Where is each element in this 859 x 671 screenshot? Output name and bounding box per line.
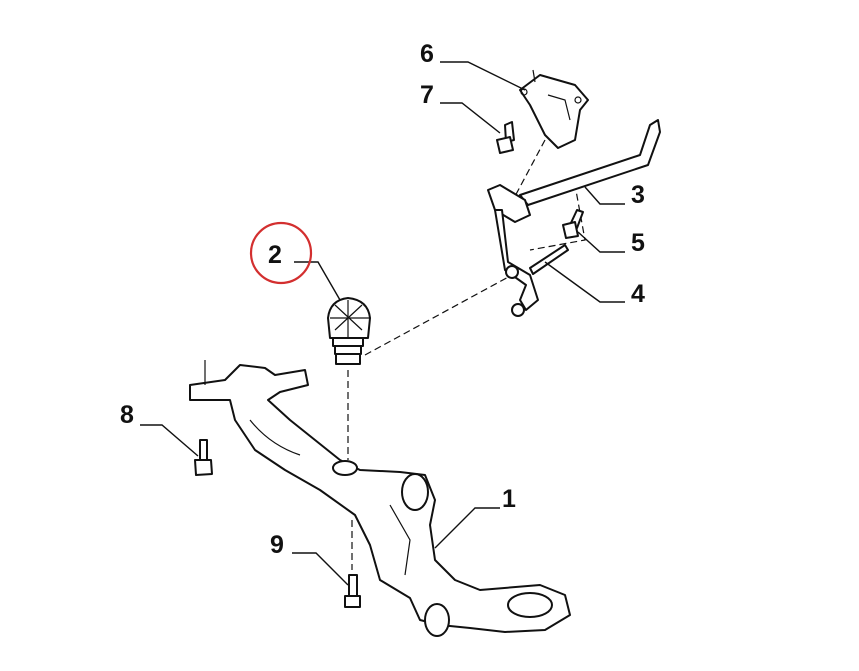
part-4-stabilizer-link[interactable] bbox=[494, 209, 569, 317]
part-2-bump-stop[interactable] bbox=[327, 297, 371, 365]
assembly-line-bumpstop bbox=[364, 274, 513, 356]
callout-3[interactable]: 3 bbox=[631, 181, 645, 209]
leader-8 bbox=[140, 424, 199, 457]
leader-2 bbox=[294, 261, 341, 301]
highlight-circle bbox=[249, 221, 313, 285]
callout-2[interactable]: 2 bbox=[268, 241, 282, 269]
leader-9 bbox=[292, 552, 349, 586]
leader-4 bbox=[544, 261, 625, 303]
part-9-bolt[interactable] bbox=[344, 574, 361, 608]
leader-3 bbox=[584, 186, 625, 205]
callout-7[interactable]: 7 bbox=[420, 81, 434, 109]
part-8-bolt[interactable] bbox=[194, 439, 213, 476]
callout-4[interactable]: 4 bbox=[631, 280, 645, 308]
part-1-lower-control-arm[interactable] bbox=[189, 360, 571, 637]
leader-6 bbox=[440, 61, 526, 91]
leader-1 bbox=[434, 507, 500, 549]
callout-5[interactable]: 5 bbox=[631, 229, 645, 257]
callout-6[interactable]: 6 bbox=[420, 40, 434, 68]
leader-5 bbox=[577, 231, 625, 253]
part-5-bolt[interactable] bbox=[562, 209, 584, 239]
part-7-bolt[interactable] bbox=[496, 121, 515, 154]
callout-9[interactable]: 9 bbox=[270, 531, 284, 559]
callout-8[interactable]: 8 bbox=[120, 401, 134, 429]
callout-1[interactable]: 1 bbox=[502, 485, 516, 513]
part-6-bracket[interactable] bbox=[519, 69, 589, 149]
leader-7 bbox=[440, 102, 501, 134]
